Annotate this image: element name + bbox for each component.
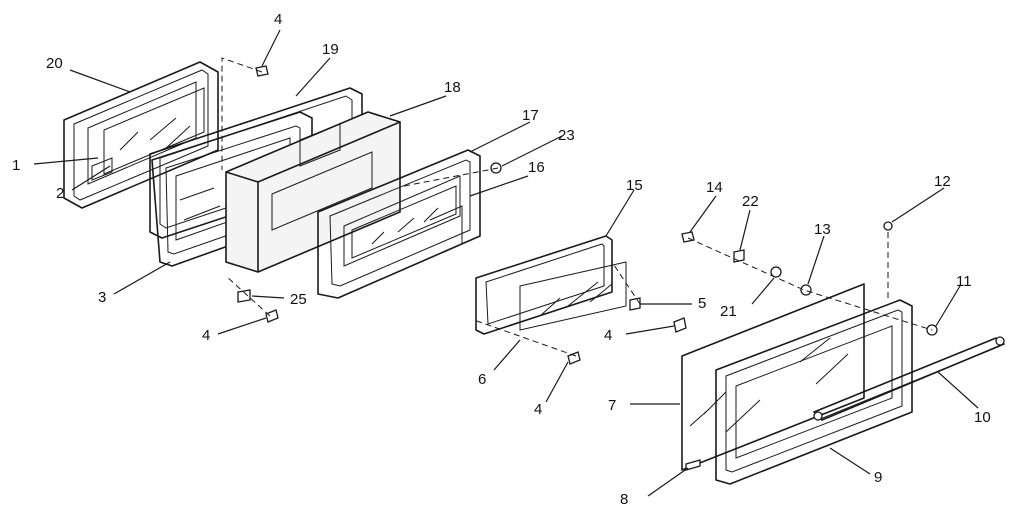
callout-8: 8: [620, 491, 628, 508]
part-17-inner-panel: [317, 149, 481, 299]
callout-21: 21: [720, 303, 737, 320]
callout-19: 19: [322, 41, 339, 58]
part-15-glass-frame: [475, 235, 613, 335]
callout-18: 18: [444, 79, 461, 96]
callout-17: 17: [522, 107, 539, 124]
callout-14: 14: [706, 179, 723, 196]
alignment-lines: [221, 57, 933, 357]
part-18-insulation: [225, 111, 401, 273]
part-10-handle: [813, 336, 1005, 421]
callout-2: 2: [56, 185, 64, 202]
callout-16: 16: [528, 159, 545, 176]
callout-4-mid: 4: [604, 327, 612, 344]
part-7-outer-glass: [681, 283, 865, 471]
part-16-glass: [351, 185, 457, 259]
callout-5: 5: [698, 295, 706, 312]
callout-6: 6: [478, 371, 486, 388]
callout-4-left: 4: [202, 327, 210, 344]
callout-15: 15: [626, 177, 643, 194]
callout-10: 10: [974, 409, 991, 426]
part-9-outer-frame: [715, 299, 913, 485]
callout-9: 9: [874, 469, 882, 486]
callout-23: 23: [558, 127, 575, 144]
callout-1: 1: [12, 157, 20, 174]
callout-4-top: 4: [274, 11, 282, 28]
callout-13: 13: [814, 221, 831, 238]
callout-25: 25: [290, 291, 307, 308]
part-6-glass: [519, 261, 627, 331]
callout-3: 3: [98, 289, 106, 306]
callout-labels: 20 1 2 3 4 19 18 17 23 16 15 25 4 5 4 6 …: [12, 11, 991, 508]
callout-4-bottom: 4: [534, 401, 542, 418]
part-20-back-panel: [63, 61, 219, 209]
part-2-glass-retainer: [91, 157, 113, 181]
leader-lines: [33, 29, 979, 497]
part-1-glass: [103, 87, 205, 175]
callout-22: 22: [742, 193, 759, 210]
callout-11: 11: [956, 273, 972, 290]
callout-20: 20: [46, 55, 63, 72]
callout-12: 12: [934, 173, 951, 190]
callout-7: 7: [608, 397, 616, 414]
